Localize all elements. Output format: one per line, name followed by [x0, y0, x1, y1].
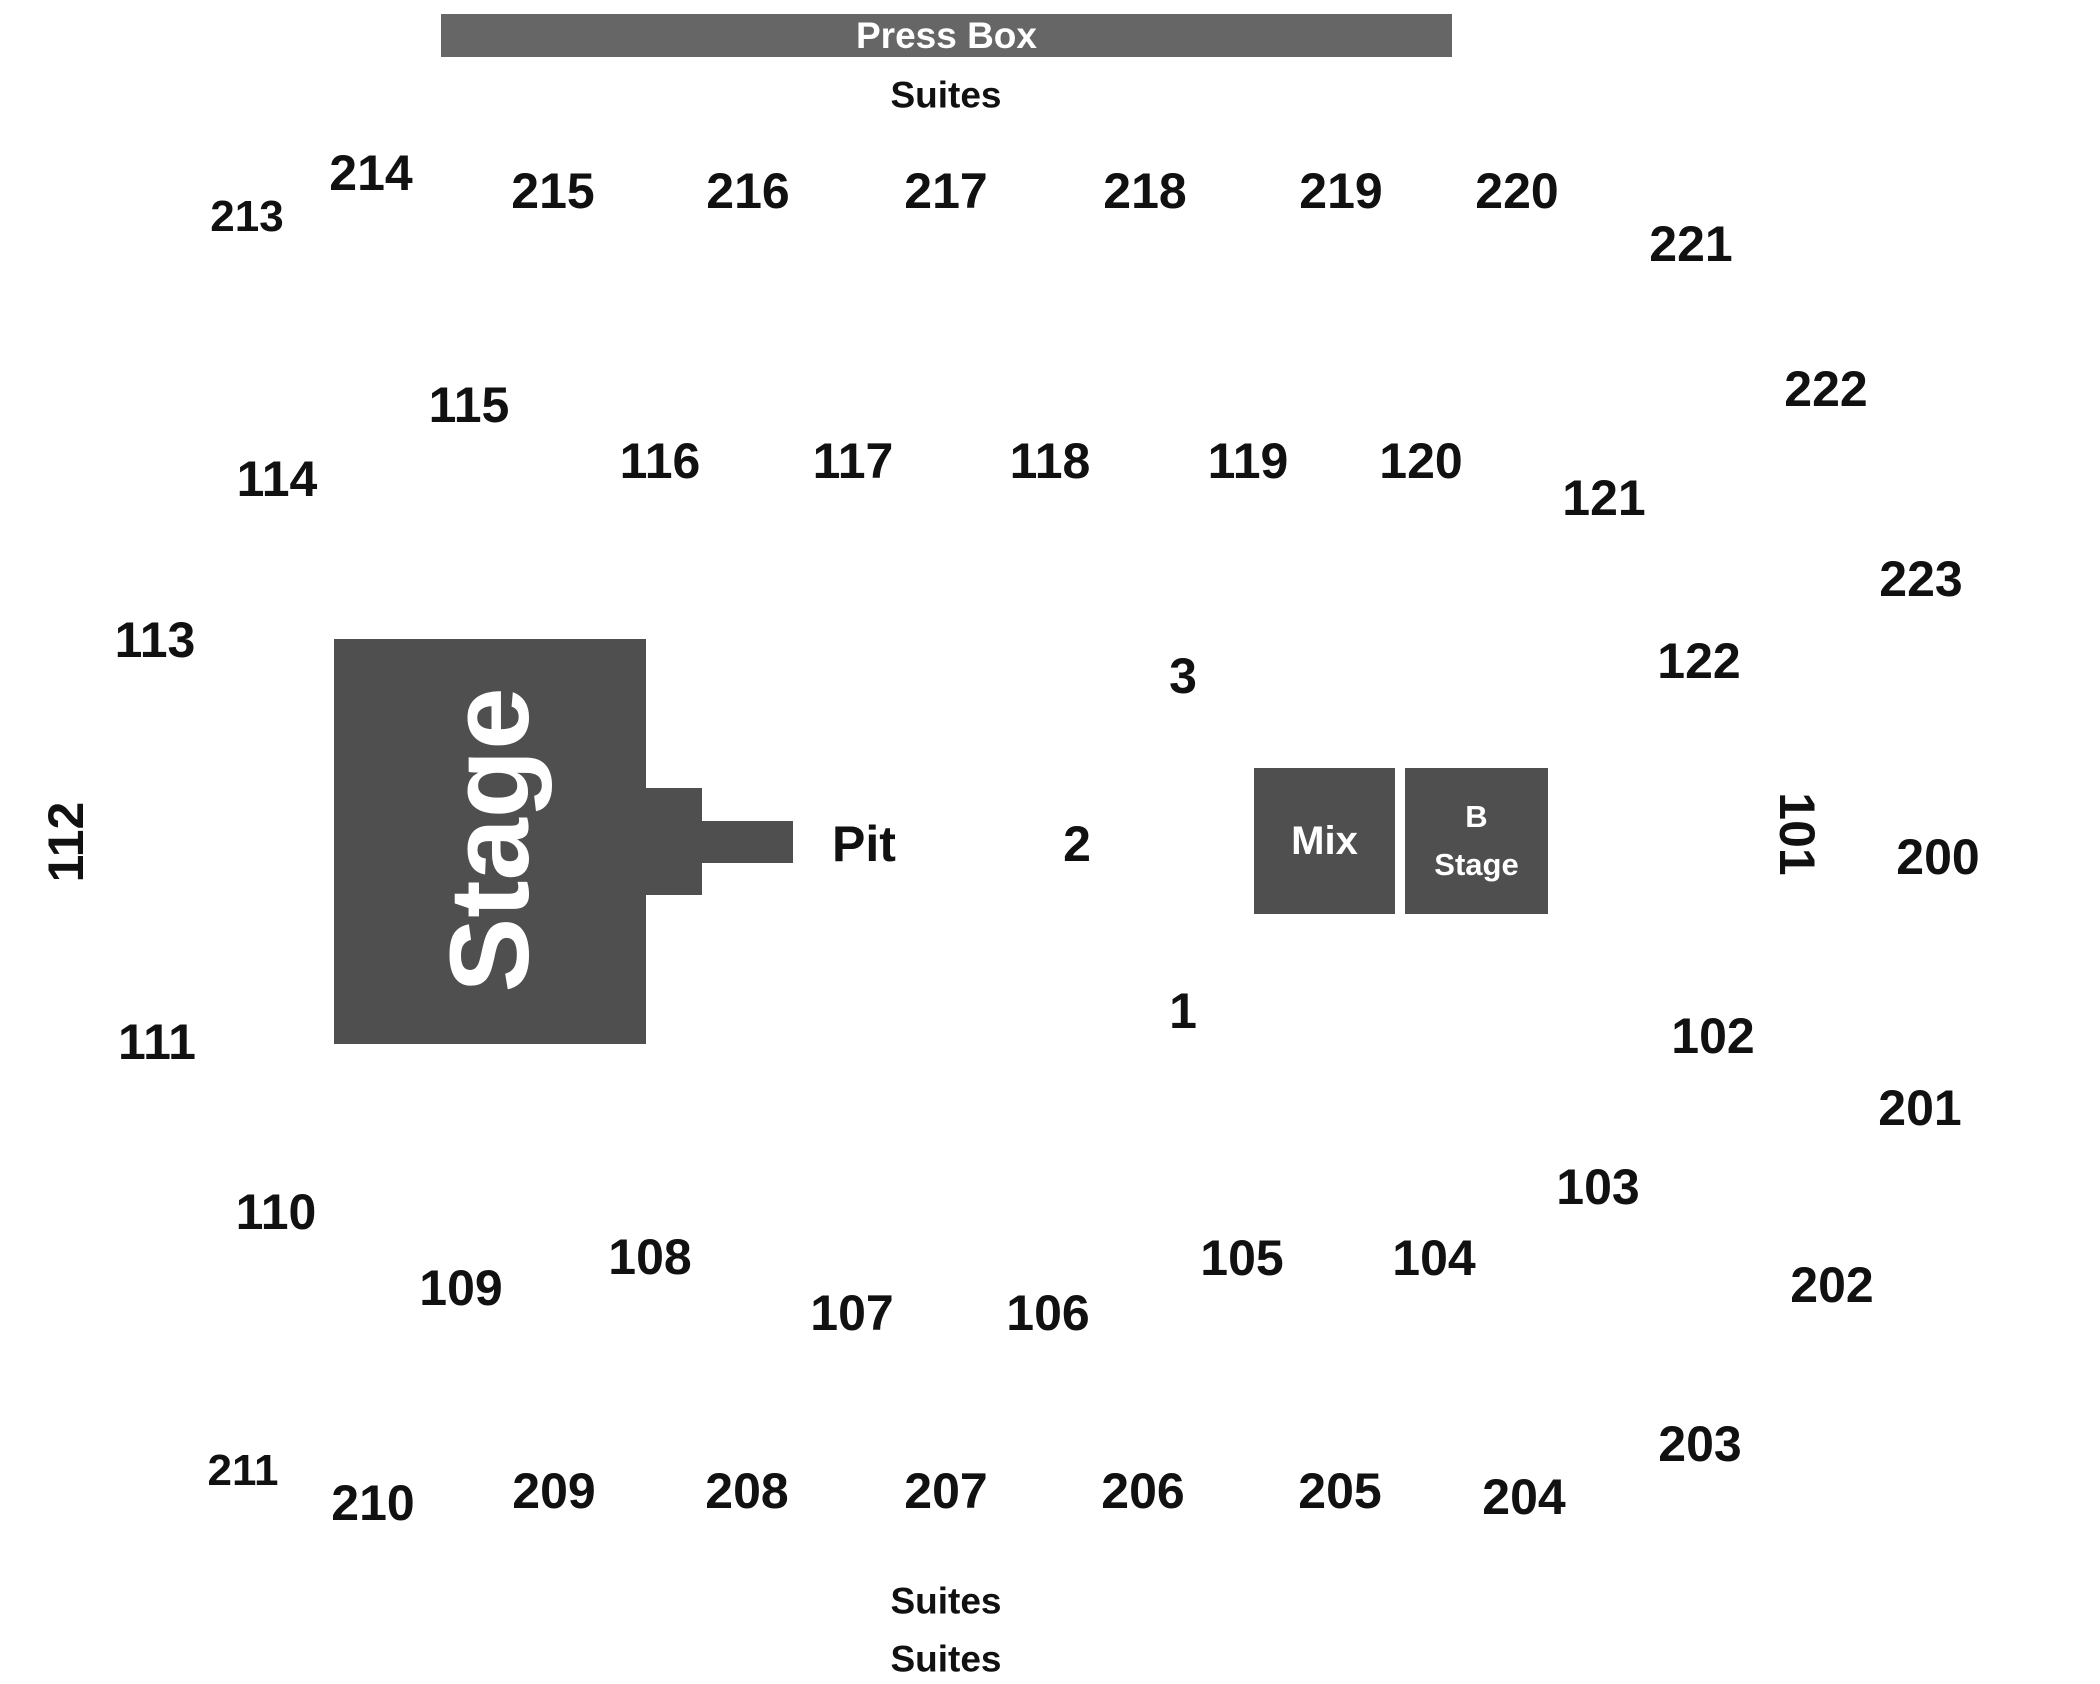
section-109[interactable]: 109	[419, 1260, 503, 1316]
section-215[interactable]: 215	[511, 163, 595, 219]
main-stage[interactable]	[334, 639, 646, 1044]
section-200[interactable]: 200	[1896, 829, 1980, 885]
suites-bottom-label-1[interactable]: Suites	[890, 1580, 1002, 1622]
section-103[interactable]: 103	[1556, 1159, 1640, 1215]
b-stage-label-line1: B	[1465, 798, 1488, 834]
section-105[interactable]: 105	[1200, 1230, 1284, 1286]
section-121[interactable]: 121	[1562, 470, 1646, 526]
section-108[interactable]: 108	[608, 1229, 692, 1285]
section-119[interactable]: 119	[1207, 433, 1289, 489]
suites-bottom-label-2[interactable]: Suites	[890, 1638, 1002, 1680]
section-217[interactable]: 217	[904, 163, 988, 219]
press-box[interactable]: Press Box	[441, 14, 1452, 57]
section-118[interactable]: 118	[1009, 433, 1091, 489]
section-113[interactable]: 113	[114, 612, 196, 668]
section-115[interactable]: 115	[428, 377, 510, 433]
section-209[interactable]: 209	[512, 1463, 596, 1519]
section-204[interactable]: 204	[1482, 1469, 1566, 1525]
section-111[interactable]: 111	[118, 1014, 196, 1070]
section-213[interactable]: 213	[210, 192, 284, 241]
b-stage-label-line2: Stage	[1434, 847, 1519, 882]
section-205[interactable]: 205	[1298, 1463, 1382, 1519]
section-219[interactable]: 219	[1299, 163, 1383, 219]
section-114[interactable]: 114	[236, 451, 318, 507]
floor-section-1[interactable]: 1	[1169, 983, 1197, 1039]
pit-label[interactable]: Pit	[832, 816, 896, 872]
section-211[interactable]: 211	[207, 1446, 279, 1495]
section-218[interactable]: 218	[1103, 163, 1187, 219]
section-214[interactable]: 214	[329, 145, 413, 201]
stage-label: Stage	[427, 687, 552, 993]
section-223[interactable]: 223	[1879, 551, 1963, 607]
section-208[interactable]: 208	[705, 1463, 789, 1519]
section-210[interactable]: 210	[331, 1475, 415, 1531]
section-206[interactable]: 206	[1101, 1463, 1185, 1519]
section-112[interactable]: 112	[38, 801, 94, 883]
section-201[interactable]: 201	[1878, 1080, 1962, 1136]
b-stage[interactable]: B Stage	[1405, 768, 1548, 914]
section-106[interactable]: 106	[1006, 1285, 1090, 1341]
section-202[interactable]: 202	[1790, 1257, 1874, 1313]
section-102[interactable]: 102	[1671, 1008, 1755, 1064]
stage-thrust	[644, 788, 702, 895]
section-220[interactable]: 220	[1475, 163, 1559, 219]
section-107[interactable]: 107	[810, 1285, 894, 1341]
floor-section-2[interactable]: 2	[1063, 816, 1091, 872]
section-110[interactable]: 110	[235, 1184, 317, 1240]
section-120[interactable]: 120	[1379, 433, 1463, 489]
suites-top-label[interactable]: Suites	[890, 74, 1002, 116]
section-216[interactable]: 216	[706, 163, 790, 219]
section-122[interactable]: 122	[1657, 633, 1741, 689]
section-222[interactable]: 222	[1784, 361, 1868, 417]
section-116[interactable]: 116	[619, 433, 701, 489]
section-117[interactable]: 117	[812, 433, 894, 489]
mix-position[interactable]: Mix	[1254, 768, 1395, 914]
section-221[interactable]: 221	[1649, 216, 1733, 272]
section-101[interactable]: 101	[1769, 792, 1825, 876]
section-207[interactable]: 207	[904, 1463, 988, 1519]
stage-runway	[700, 821, 793, 863]
section-104[interactable]: 104	[1392, 1230, 1476, 1286]
mix-label: Mix	[1291, 818, 1358, 863]
section-203[interactable]: 203	[1658, 1416, 1742, 1472]
floor-section-3[interactable]: 3	[1169, 648, 1197, 704]
